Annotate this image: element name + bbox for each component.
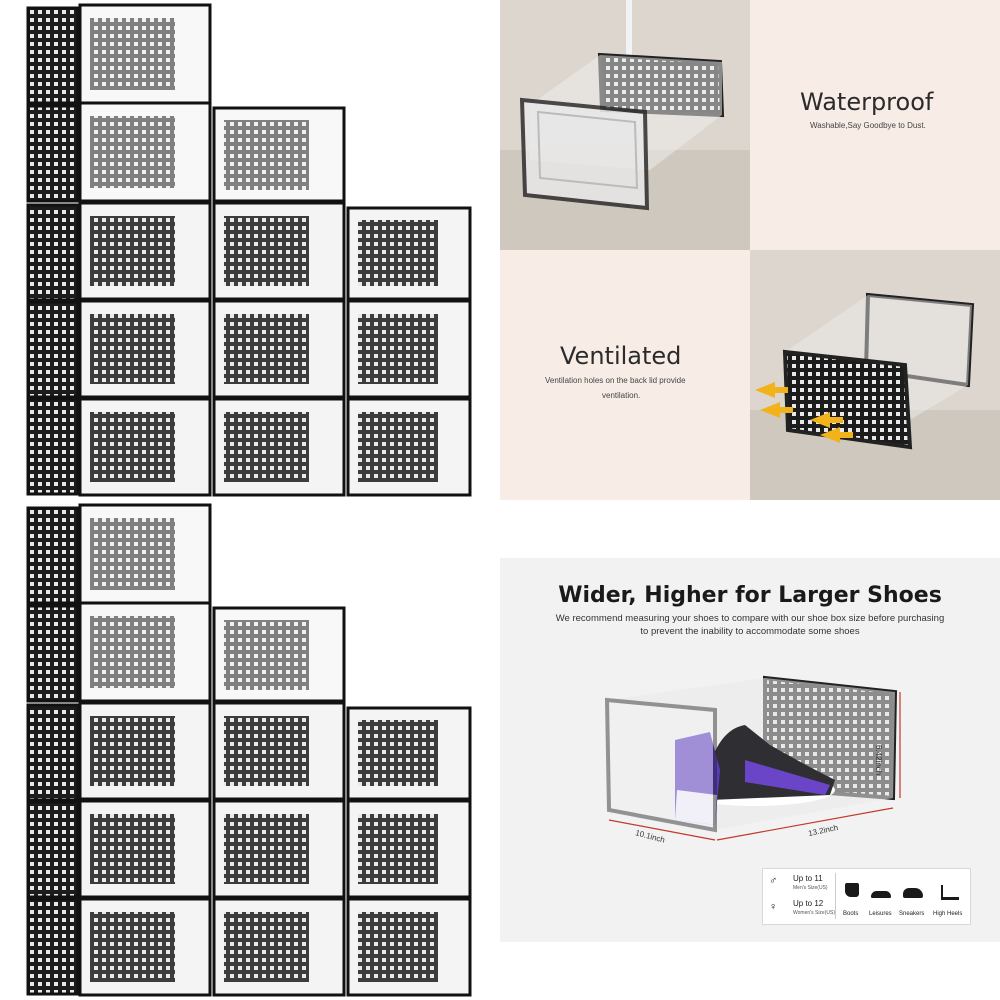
shoe-type-boots: Boots (843, 911, 859, 917)
female-icon: ♀ (769, 901, 778, 913)
size-legend: ♂ ♀ Up to 11 Men's Size(US) Up to 12 Wom… (762, 868, 971, 925)
waterproof-text-panel: Waterproof Washable,Say Goodbye to Dust. (750, 0, 1000, 250)
waterproof-subtitle: Washable,Say Goodbye to Dust. (810, 121, 926, 130)
airflow-arrows-icon (755, 382, 853, 443)
waterproof-photo (500, 0, 750, 250)
shoe-type-high-heels: High Heels (933, 911, 963, 917)
height-label: 6.42inch (874, 745, 883, 776)
shoe-box (26, 3, 212, 105)
male-icon: ♂ (769, 875, 778, 887)
dimension-box-photo (595, 670, 915, 860)
stacked-boxes-bottom-illustration (26, 503, 472, 997)
high-heel-icon (941, 885, 959, 900)
ventilated-subtitle-line2: ventilation. (602, 391, 641, 400)
waterproof-title: Waterproof (800, 88, 934, 116)
women-size-sub: Women's Size(US) (793, 910, 835, 916)
dimensions-title: Wider, Higher for Larger Shoes (558, 583, 942, 608)
shoe-type-sneakers: Sneakers (899, 911, 925, 917)
ventilated-title: Ventilated (560, 342, 682, 370)
dimensions-desc-line1: We recommend measuring your shoes to com… (555, 613, 945, 624)
ventilated-box-illustration (750, 250, 1000, 500)
men-size-label: Up to 11 (793, 874, 823, 883)
sneaker-icon (903, 888, 923, 898)
shoe-type-leisures: Leisures (869, 911, 892, 917)
dimensions-desc-line2: to prevent the inability to accommodate … (640, 626, 860, 637)
women-size-label: Up to 12 (793, 899, 824, 908)
loafer-icon (871, 891, 891, 898)
dimension-box-illustration (604, 675, 901, 841)
stacked-boxes-top-illustration (26, 3, 472, 497)
stacked-boxes-bottom (20, 500, 480, 1000)
boot-icon (845, 883, 859, 897)
ventilated-text-panel: Ventilated Ventilation holes on the back… (500, 250, 750, 500)
legend-divider (835, 873, 836, 919)
men-size-sub: Men's Size(US) (793, 885, 828, 891)
ventilated-subtitle-line1: Ventilation holes on the back lid provid… (545, 376, 686, 385)
stacked-boxes-top (20, 0, 480, 500)
ventilated-photo (750, 250, 1000, 500)
waterproof-box-illustration (500, 0, 750, 250)
